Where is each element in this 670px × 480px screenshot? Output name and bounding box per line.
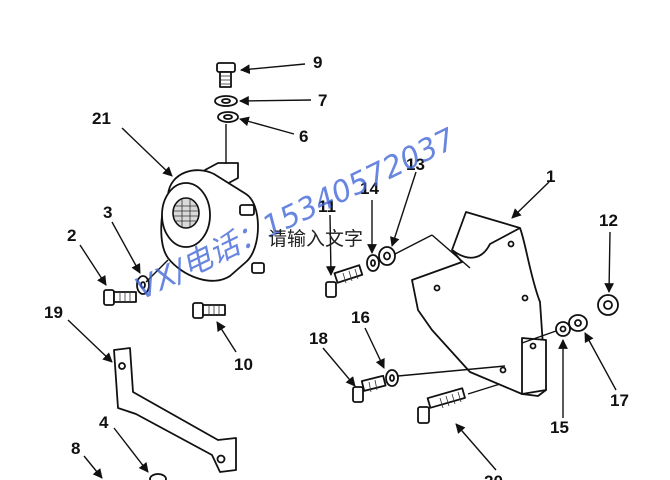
callout-20: 20 bbox=[484, 472, 503, 480]
housing-grille bbox=[174, 199, 198, 227]
part-4-washer bbox=[149, 473, 167, 480]
part-7-lock-washer bbox=[214, 95, 238, 107]
part-11-bolt bbox=[325, 264, 364, 298]
callout-1: 1 bbox=[546, 167, 555, 186]
watermark-placeholder-text: 请输入文字 bbox=[268, 228, 363, 250]
callout-9: 9 bbox=[313, 53, 322, 72]
part-9-bolt bbox=[216, 62, 236, 88]
callout-18: 18 bbox=[309, 329, 328, 348]
callout-21: 21 bbox=[92, 109, 111, 128]
assembly-lines bbox=[145, 124, 557, 395]
part-16-washer bbox=[385, 369, 399, 387]
part-20-bolt bbox=[417, 387, 466, 424]
callout-19: 19 bbox=[44, 303, 63, 322]
callout-15: 15 bbox=[550, 418, 569, 437]
callout-arrows bbox=[67, 63, 617, 479]
callout-7: 7 bbox=[318, 91, 327, 110]
callout-14: 14 bbox=[360, 179, 379, 198]
part-21-housing bbox=[160, 162, 265, 282]
callout-8: 8 bbox=[71, 439, 80, 458]
callout-12: 12 bbox=[599, 211, 618, 230]
part-3-lock-washer bbox=[136, 275, 150, 295]
part-6-flat-washer bbox=[217, 111, 239, 123]
callout-10: 10 bbox=[234, 355, 253, 374]
part-19-bracket bbox=[113, 347, 237, 473]
part-15-lock-washer bbox=[555, 321, 571, 337]
callout-13: 13 bbox=[406, 155, 425, 174]
callout-3: 3 bbox=[103, 203, 112, 222]
part-13-nut bbox=[378, 246, 396, 266]
part-14-lock-washer bbox=[366, 254, 380, 272]
callout-2: 2 bbox=[67, 226, 76, 245]
callout-6: 6 bbox=[299, 127, 308, 146]
callout-11: 11 bbox=[318, 197, 336, 216]
part-2-bolt bbox=[103, 289, 137, 306]
part-10-bolt bbox=[192, 302, 226, 319]
callout-labels: 9 7 6 21 3 2 10 19 4 8 11 14 13 1 12 17 … bbox=[44, 53, 629, 480]
callout-4: 4 bbox=[99, 413, 109, 432]
callout-17: 17 bbox=[610, 391, 629, 410]
part-18-bolt bbox=[352, 374, 387, 403]
part-17-washer bbox=[568, 314, 588, 332]
callout-16: 16 bbox=[351, 308, 370, 327]
part-12-nut bbox=[597, 294, 619, 316]
part-1-plate bbox=[411, 211, 547, 397]
